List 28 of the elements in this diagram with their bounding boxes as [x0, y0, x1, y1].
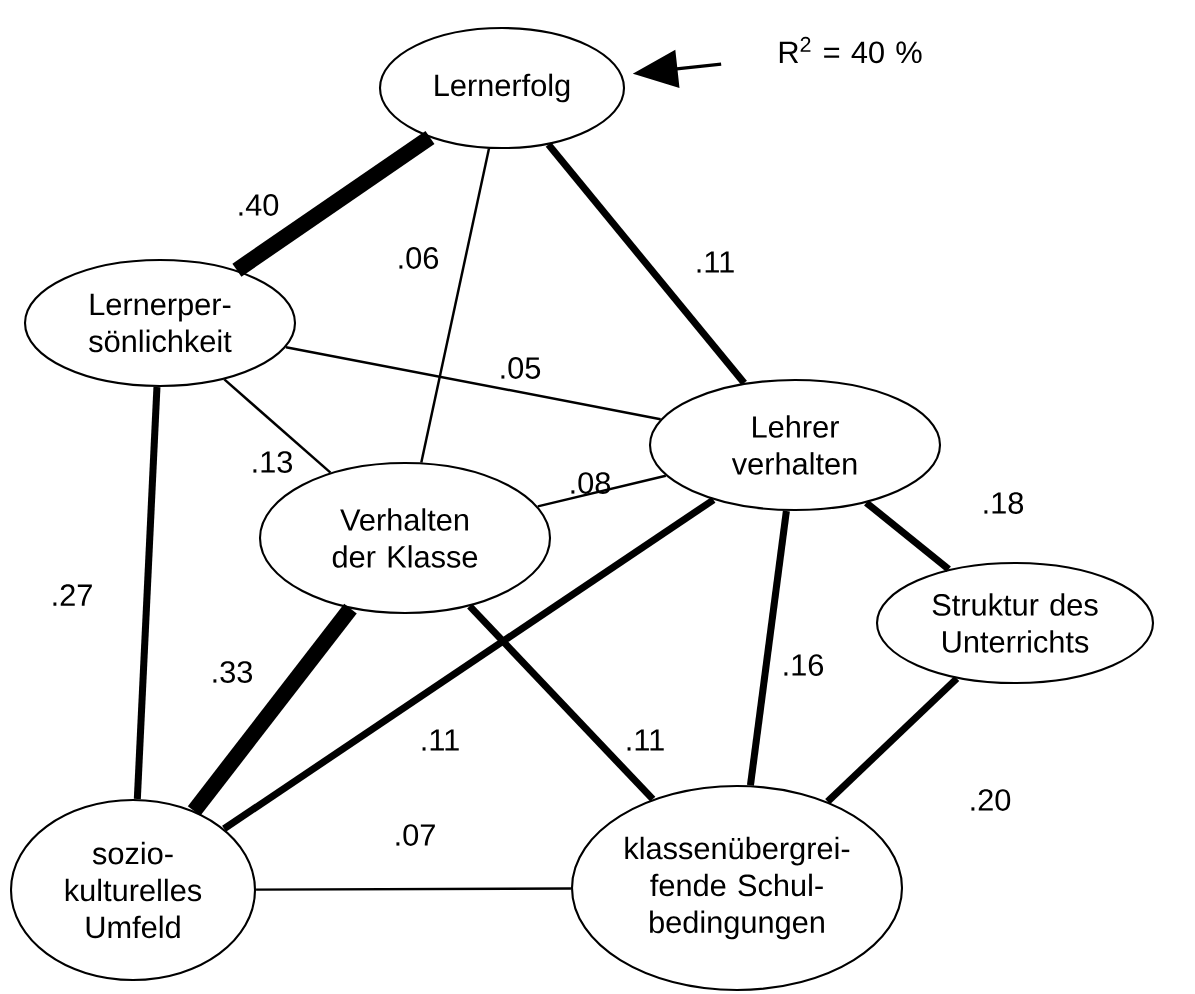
path-line: [746, 510, 790, 786]
edge-label: .05: [501, 357, 541, 379]
r-squared-label: R$^{2}$ = 40 %: [779, 36, 922, 64]
edge-label: .06: [399, 247, 439, 269]
path-line: [223, 378, 332, 474]
path-line: [545, 142, 747, 386]
path-line: [864, 499, 951, 573]
path-line: [285, 346, 661, 421]
edge-label: .18: [984, 492, 1024, 514]
edge-label: .16: [784, 654, 824, 676]
path-line: [256, 887, 571, 891]
edge-label: .27: [53, 584, 92, 606]
path-line: [187, 603, 357, 816]
edge-label: .11: [697, 251, 734, 273]
edge-label: .40: [239, 194, 279, 216]
edge-label: .33: [213, 661, 253, 683]
edge-label: .20: [971, 789, 1011, 811]
path-line: [537, 474, 667, 508]
path-line: [467, 603, 656, 802]
path-line: [420, 148, 491, 463]
edge-label: .08: [571, 472, 611, 494]
edge-label: .11: [422, 729, 459, 751]
path-line: [133, 386, 161, 800]
edge-label: .11: [627, 729, 664, 751]
path-line: [222, 496, 716, 832]
path-line: [825, 675, 960, 805]
edge-label: .07: [396, 824, 435, 846]
path-line: [232, 131, 435, 277]
